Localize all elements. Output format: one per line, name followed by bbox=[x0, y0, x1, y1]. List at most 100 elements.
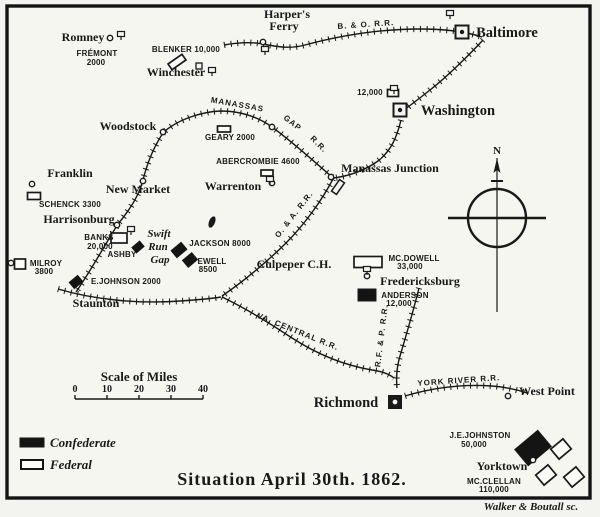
flag-icon-washington-flag bbox=[389, 84, 399, 92]
unit-symbol-ewell-confederate bbox=[181, 251, 199, 269]
unit-symbol-mcclellan-federal bbox=[549, 437, 573, 461]
unit-label-schenck: SCHENCK 3300 bbox=[39, 200, 101, 209]
unit-symbol-manassas-unit bbox=[330, 178, 346, 196]
flag-icon-winchester-flag bbox=[207, 66, 217, 74]
geo-label-swift: Swift bbox=[147, 228, 171, 240]
town-label-winchester: Winchester bbox=[147, 65, 206, 79]
unit-symbol-jackson-confederate bbox=[170, 241, 188, 259]
unit-label-mcclellan-strength: 110,000 bbox=[479, 485, 509, 494]
unit-symbol-mcdowell-federal bbox=[353, 255, 383, 269]
railroad-washington-manassas bbox=[333, 119, 402, 179]
unit-symbol-geary-federal bbox=[216, 125, 232, 133]
railroad-va-central bbox=[221, 296, 395, 379]
unit-label-mcdowell: MC.DOWELL bbox=[388, 254, 439, 263]
town-symbol-strasburg bbox=[268, 123, 276, 131]
capital-dot-baltimore bbox=[459, 29, 465, 35]
unit-label-banks: BANKS bbox=[84, 233, 114, 242]
unit-label-fremont: FRÉMONT bbox=[77, 49, 118, 58]
unit-label-abercrombie: ABERCROMBIE 4600 bbox=[216, 157, 300, 166]
flag-icon-abercrombie-flag bbox=[265, 175, 275, 183]
mountain-mark-icon bbox=[208, 216, 216, 228]
unit-label-mcclellan: MC.CLELLAN bbox=[467, 477, 521, 486]
unit-label-e-johnson: E.JOHNSON 2000 bbox=[91, 277, 161, 286]
scale-tick-label-30: 30 bbox=[166, 384, 176, 395]
compass-north-arrow-icon bbox=[493, 158, 501, 173]
unit-symbol-blenker-federal bbox=[166, 53, 188, 71]
scale-tick-label-40: 40 bbox=[198, 384, 208, 395]
town-symbol-winchester bbox=[195, 62, 203, 70]
scale-tick-label-10: 10 bbox=[102, 384, 112, 395]
unit-symbol-mcclellan-3-federal bbox=[562, 465, 586, 489]
unit-label-blenker: BLENKER 10,000 bbox=[152, 45, 221, 54]
unit-label-geary: GEARY 2000 bbox=[205, 133, 255, 142]
unit-symbol-banks-federal bbox=[110, 232, 128, 244]
town-symbol-new-market bbox=[139, 177, 147, 185]
railroad-rf-and-p bbox=[395, 287, 420, 389]
flag-icon-baltimore-flag bbox=[445, 9, 455, 17]
town-label-yorktown: Yorktown bbox=[477, 459, 528, 473]
unit-label-anderson-strength: 12,000 bbox=[386, 299, 412, 308]
unit-label-washington-garrison: 12,000 bbox=[357, 88, 383, 97]
unit-symbol-abercrombie-federal bbox=[260, 169, 274, 177]
compass-rose: N bbox=[448, 145, 546, 312]
town-symbol-romney bbox=[106, 34, 114, 42]
town-label-ferry: Ferry bbox=[269, 19, 298, 33]
scale-bar-title: Scale of Miles bbox=[101, 369, 178, 384]
railroad-baltimore-washington bbox=[403, 39, 484, 111]
town-symbol-harrisonburg bbox=[113, 221, 121, 229]
capital-dot-richmond bbox=[392, 399, 398, 405]
railroad-o-and-a bbox=[221, 178, 334, 297]
unit-label-banks-strength: 20,000 bbox=[87, 242, 113, 251]
town-label-harrisonburg: Harrisonburg bbox=[43, 212, 114, 226]
unit-label-anderson: ANDERSON bbox=[381, 291, 428, 300]
town-label-woodstock: Woodstock bbox=[100, 119, 157, 133]
unit-label-ewell: EWELL bbox=[198, 257, 227, 266]
scale-tick-label-0: 0 bbox=[73, 384, 78, 395]
railroad-b-and-o bbox=[223, 28, 483, 48]
railroad-manassas-gap bbox=[164, 110, 333, 178]
flag-icon-romney-flag bbox=[116, 30, 126, 38]
railroad-valley bbox=[75, 132, 164, 293]
unit-label-ashby: ASHBY bbox=[107, 250, 136, 259]
unit-label-milroy-strength: 3800 bbox=[35, 267, 54, 276]
town-label-warrenton: Warrenton bbox=[205, 179, 262, 193]
town-label-richmond: Richmond bbox=[314, 395, 378, 411]
town-symbol-woodstock bbox=[159, 128, 167, 136]
map-title: Situation April 30th. 1862. bbox=[177, 469, 407, 489]
town-label-harper-s: Harper's bbox=[264, 7, 310, 21]
town-label-culpeper-c-h-: Culpeper C.H. bbox=[257, 257, 332, 271]
capital-dot-washington bbox=[397, 107, 403, 113]
town-label-washington: Washington bbox=[421, 103, 495, 119]
map-border bbox=[5, 4, 592, 500]
unit-label-j-e-johnston-strength: 50,000 bbox=[461, 440, 487, 449]
town-label-new-market: New Market bbox=[106, 182, 170, 196]
town-label-romney: Romney bbox=[62, 30, 105, 44]
town-symbol-harpers-ferry bbox=[259, 38, 267, 46]
unit-label-j-e-johnston: J.E.JOHNSTON bbox=[450, 431, 511, 440]
legend: Confederate Federal bbox=[19, 435, 116, 472]
flag-icon-banks-flag bbox=[126, 225, 136, 233]
town-label-manassas-junction: Manassas Junction bbox=[341, 161, 439, 175]
flag-icon-harpers-ferry-flag bbox=[260, 45, 270, 53]
unit-symbol-schenck-federal bbox=[26, 191, 42, 201]
unit-label-jackson: JACKSON 8000 bbox=[189, 239, 251, 248]
unit-symbol-anderson-confederate bbox=[357, 288, 377, 302]
map-symbols bbox=[7, 9, 586, 489]
legend-confederate-label: Confederate bbox=[50, 435, 116, 450]
railroads bbox=[57, 25, 528, 399]
unit-label-mcdowell-strength: 33,000 bbox=[397, 262, 423, 271]
unit-symbol-ashby-confederate bbox=[131, 240, 145, 254]
compass-north-label: N bbox=[493, 145, 501, 157]
legend-confederate-swatch bbox=[19, 437, 45, 448]
unit-symbol-milroy-federal bbox=[13, 258, 27, 270]
geo-label-gap: Gap bbox=[151, 254, 170, 266]
flag-icon-fredericksburg-flag bbox=[362, 265, 372, 273]
railroad-staunton-gordonsville bbox=[57, 288, 222, 303]
town-symbol-yorktown bbox=[529, 456, 537, 464]
railroad-label-b-o-r-r-: B. & O. R.R. bbox=[337, 18, 394, 31]
town-symbol-franklin bbox=[28, 180, 36, 188]
town-label-staunton: Staunton bbox=[73, 296, 120, 310]
